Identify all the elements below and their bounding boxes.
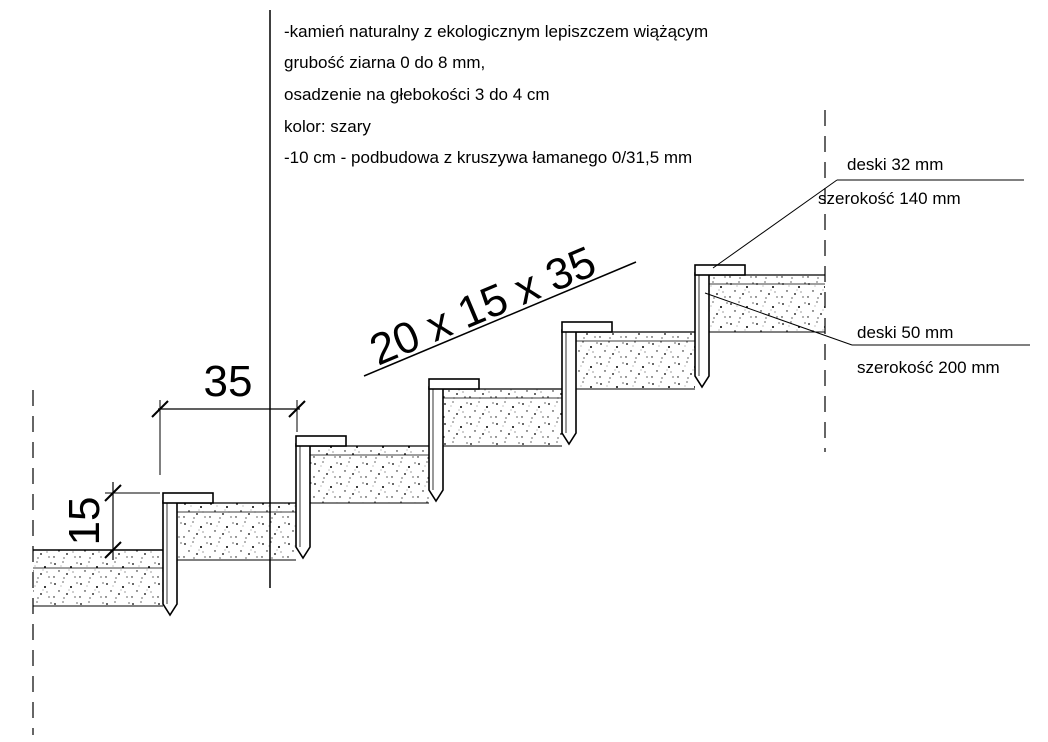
step-fill: [177, 503, 296, 560]
tread-dimension: [151, 400, 306, 475]
tread-board: [561, 321, 613, 333]
step-spec-underline: [363, 261, 637, 377]
step-fill: [709, 275, 825, 332]
riser-dimension-label: 15: [60, 497, 109, 546]
riser-board: [561, 329, 577, 446]
tread-dimension-label: 35: [204, 357, 253, 406]
step-fill: [576, 332, 695, 389]
tread-board: [162, 492, 214, 504]
top-board-leader-line: [712, 179, 838, 269]
riser-board: [162, 500, 178, 617]
riser-board-callout-line-2: szerokość 200 mm: [857, 358, 1000, 377]
stair-structure: [33, 264, 825, 617]
top-board-callout-line-2: szerokość 140 mm: [818, 189, 961, 208]
note-line-5: -10 cm - podbudowa z kruszywa łamanego 0…: [284, 148, 692, 167]
riser-board: [428, 386, 444, 503]
riser-board-leader-line: [704, 292, 853, 346]
riser-board: [295, 443, 311, 560]
note-line-4: kolor: szary: [284, 117, 371, 136]
riser-board-callout-line-1: deski 50 mm: [857, 323, 953, 342]
note-line-1: -kamień naturalny z ekologicznym lepiszc…: [284, 22, 708, 41]
top-board-callout-line-1: deski 32 mm: [847, 155, 943, 174]
riser-dimension: [104, 482, 160, 560]
step-fill: [443, 389, 562, 446]
tread-board: [694, 264, 746, 276]
ground-slab: [33, 550, 163, 606]
tread-board: [295, 435, 347, 447]
note-line-2: grubość ziarna 0 do 8 mm,: [284, 53, 485, 72]
tread-board: [428, 378, 480, 390]
note-line-3: osadzenie na głebokości 3 do 4 cm: [284, 85, 550, 104]
riser-board: [694, 272, 710, 389]
step-fill: [310, 446, 429, 503]
